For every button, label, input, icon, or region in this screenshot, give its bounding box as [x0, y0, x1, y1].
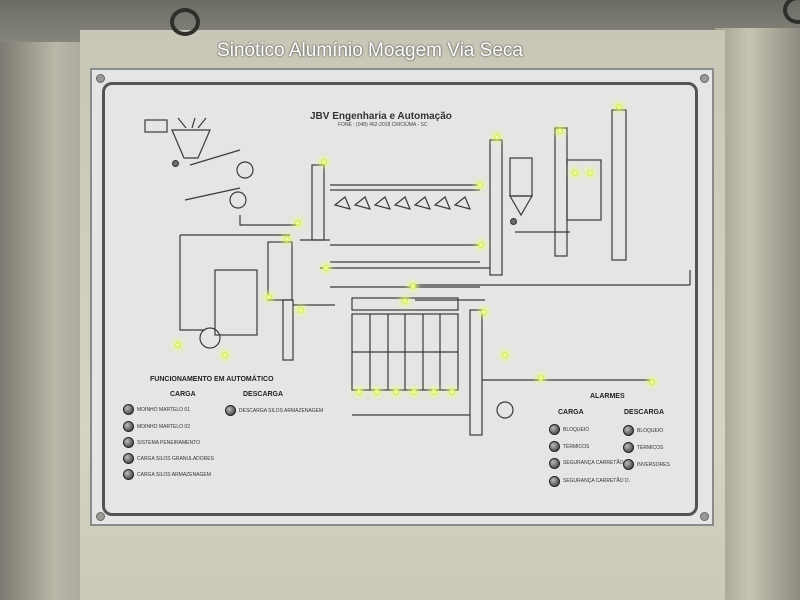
alarm-lamp — [623, 442, 634, 453]
feed-hopper — [171, 129, 211, 159]
automatic-carga-label: MOINHO MARTELO 02 — [137, 424, 190, 430]
alarm-descarga-label: INVERSORES — [637, 462, 670, 468]
selector-switch[interactable] — [123, 421, 134, 432]
indicator-lamp — [295, 220, 301, 226]
indicator-lamp — [538, 375, 544, 381]
selector-switch[interactable] — [123, 437, 134, 448]
indicator-lamp — [449, 389, 455, 395]
automatic-descarga-heading: DESCARGA — [243, 391, 284, 398]
hammer-mill-1 — [236, 161, 254, 179]
alarm-lamp — [549, 458, 560, 469]
indicator-lamp — [175, 342, 181, 348]
truck-icon — [144, 119, 168, 133]
alarm-lamp — [549, 476, 560, 487]
indicator-lamp — [572, 170, 578, 176]
granulator — [214, 269, 258, 336]
alarm-carga-label: TÉRMICOS — [563, 444, 590, 450]
indicator-lamp-off — [510, 218, 517, 225]
indicator-lamp — [284, 236, 290, 242]
indicator-lamp-off — [172, 160, 179, 167]
screw — [96, 74, 105, 83]
alarm-carga-label: BLOQUEIO — [563, 427, 590, 433]
screw — [700, 74, 709, 83]
indicator-lamp — [323, 265, 329, 271]
lifting-eye-left — [170, 8, 200, 36]
indicator-lamp — [557, 128, 563, 134]
automatic-carga-label: CARGA SILOS GRANULADORES — [137, 456, 214, 462]
indicator-lamp — [374, 389, 380, 395]
indicator-lamp — [222, 352, 228, 358]
alarm-lamp — [623, 425, 634, 436]
automatic-carga-label: CARGA SILOS ARMAZENAGEM — [137, 472, 211, 478]
indicator-lamp — [298, 307, 304, 313]
bucket-elevator-3 — [554, 127, 568, 257]
indicator-lamp — [410, 283, 416, 289]
automatic-carga-label: MOINHO MARTELO 01 — [137, 407, 190, 413]
hammer-mill-2 — [229, 191, 247, 209]
bucket-elevator-1 — [311, 164, 325, 241]
panel-inner-border — [102, 82, 698, 516]
indicator-lamp — [481, 309, 487, 315]
screw — [96, 512, 105, 521]
synoptic-panel — [90, 68, 714, 526]
indicator-lamp — [266, 294, 272, 300]
alarms-carga-heading: CARGA — [558, 409, 584, 416]
automatic-heading: FUNCIONAMENTO EM AUTOMÁTICO — [150, 376, 274, 383]
indicator-lamp — [356, 389, 362, 395]
indicator-lamp — [477, 182, 483, 188]
cabinet-right-door — [715, 28, 800, 600]
company-name: JBV Engenharia e Automação — [310, 111, 452, 122]
bucket-elevator-2 — [489, 139, 503, 276]
indicator-lamp — [431, 389, 437, 395]
alarm-descarga-label: TÉRMICOS — [637, 445, 664, 451]
screw — [700, 512, 709, 521]
alarm-carga-label: SEGURANÇA CARRETÃO D. — [563, 478, 630, 484]
indicator-lamp — [494, 134, 500, 140]
selector-switch[interactable] — [123, 453, 134, 464]
indicator-lamp — [411, 389, 417, 395]
photo-title: Sinótico Alumínio Moagem Via Seca — [217, 40, 523, 61]
indicator-lamp — [649, 379, 655, 385]
indicator-lamp — [587, 170, 593, 176]
bucket-elevator-4 — [611, 109, 627, 261]
indicator-lamp — [616, 104, 622, 110]
selector-switch[interactable] — [123, 404, 134, 415]
selector-switch[interactable] — [225, 405, 236, 416]
screen-row — [333, 196, 472, 210]
cabinet-left-door — [0, 42, 92, 600]
alarm-lamp — [549, 424, 560, 435]
alarms-descarga-heading: DESCARGA — [624, 409, 665, 416]
lifting-eye-right — [783, 0, 800, 24]
alarm-lamp — [549, 441, 560, 452]
indicator-lamp — [321, 159, 327, 165]
automatic-carga-label: SISTEMA PENEIRAMENTO — [137, 440, 200, 446]
selector-switch[interactable] — [123, 469, 134, 480]
alarm-descarga-label: BLOQUEIO — [637, 428, 664, 434]
indicator-lamp — [393, 389, 399, 395]
automatic-descarga-label: DESCARGA SILOS ARMAZENAGEM — [239, 408, 324, 414]
automatic-carga-heading: CARGA — [170, 391, 196, 398]
alarm-carga-label: SEGURANÇA CARRETÃO E. — [563, 460, 630, 466]
company-contact: FONE : (048) 462-2018 CRICIÚMA - SC — [338, 122, 428, 128]
bucket-elevator-5 — [469, 309, 483, 436]
indicator-lamp — [402, 298, 408, 304]
indicator-lamp — [502, 352, 508, 358]
indicator-lamp — [478, 242, 484, 248]
alarms-heading: ALARMES — [590, 393, 625, 400]
alarm-lamp — [623, 459, 634, 470]
